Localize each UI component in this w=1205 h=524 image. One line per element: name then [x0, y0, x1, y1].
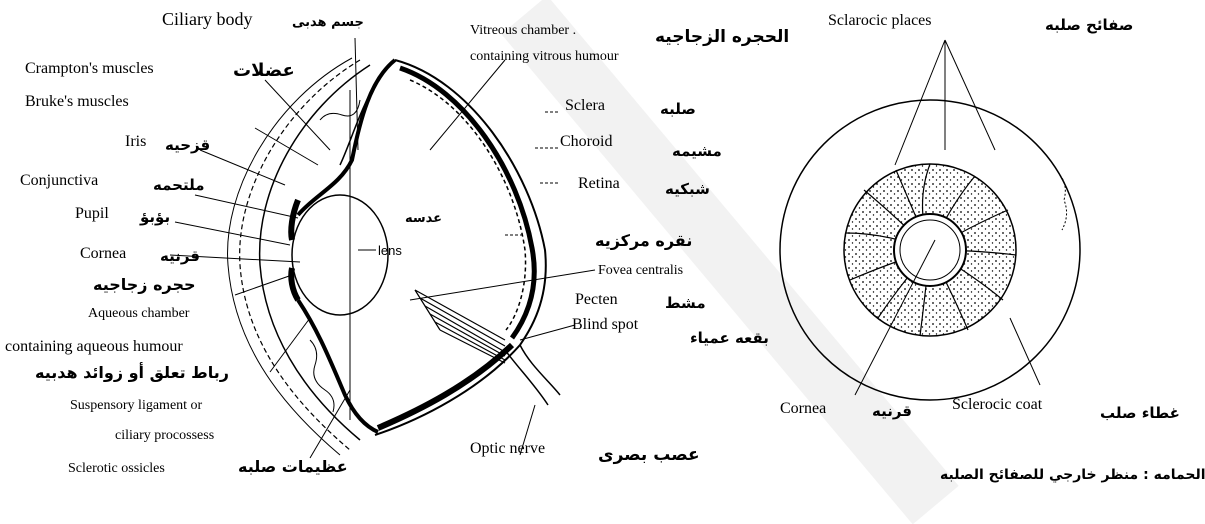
- ossicles-shape: [310, 340, 334, 412]
- retina-layer-lower: [378, 345, 512, 428]
- label-sclarocic-plates-ar: صفائح صلبه: [1045, 16, 1133, 34]
- label-ciliary-body: Ciliary body: [162, 10, 253, 28]
- label-pupil: Pupil: [75, 205, 109, 223]
- label-pecten: Pecten: [575, 291, 618, 309]
- label-aqueous-humour: containing aqueous humour: [5, 338, 183, 356]
- label-blind-spot: Blind spot: [572, 316, 638, 334]
- label-vitreous-humour: containing vitrous humour: [470, 48, 619, 66]
- label-cornea-ar: قرنيه: [160, 247, 200, 265]
- label-muscles-ar: عضلات: [233, 62, 295, 80]
- label-lens: lens: [378, 242, 402, 260]
- label-optic-nerve: Optic nerve: [470, 440, 545, 458]
- label-pupil-ar: بؤبؤ: [140, 208, 170, 226]
- label-aqueous-ar: حجره زجاجيه: [93, 276, 196, 294]
- sclerotic-ring: [780, 40, 1080, 400]
- label-retina-ar: شبكيه: [665, 180, 710, 198]
- label-sclarocic-plates: Sclarocic places: [828, 12, 932, 30]
- optic-nerve-shape: [505, 350, 548, 405]
- lens-shape: [292, 195, 388, 315]
- label-ring-cornea-ar: قرنيه: [872, 402, 912, 420]
- label-choroid: Choroid: [560, 133, 612, 151]
- label-fovea-centralis: Fovea centralis: [598, 262, 683, 280]
- label-ring-cornea: Cornea: [780, 400, 826, 418]
- label-sclera: Sclera: [565, 97, 605, 115]
- label-iris: Iris: [125, 133, 146, 151]
- label-vitreous-chamber: Vitreous chamber .: [470, 22, 576, 40]
- label-choroid-ar: مشيمه: [672, 142, 722, 160]
- label-conjunctiva-ar: ملتحمه: [153, 176, 205, 194]
- label-ciliary-body-ar: جسم هدبى: [292, 14, 364, 32]
- label-lens-ar: عدسه: [405, 210, 442, 228]
- ciliary-top: [298, 60, 395, 215]
- label-sclera-ar: صلبه: [660, 100, 696, 118]
- label-sclerocic-coat: Sclerocic coat: [952, 396, 1042, 414]
- label-vitreous-ar: الحجره الزجاجيه: [655, 28, 789, 46]
- label-ciliary-processes: ciliary procossess: [115, 427, 214, 445]
- pecten-shape: [415, 290, 505, 363]
- label-suspensory-ligament: Suspensory ligament or: [70, 397, 202, 415]
- ciliary-bottom: [298, 300, 378, 432]
- label-cornea: Cornea: [80, 245, 126, 263]
- label-sclerotic-ossicles: Sclerotic ossicles: [68, 460, 165, 478]
- label-ligament-ar: رباط تعلق أو زوائد هدبيه: [35, 364, 229, 382]
- label-iris-ar: قزحيه: [165, 136, 210, 154]
- label-ossicles-ar: عظيمات صلبه: [238, 458, 348, 476]
- label-retina: Retina: [578, 175, 620, 193]
- label-fovea-ar: نقره مركزيه: [595, 232, 692, 250]
- label-blind-spot-ar: بقعه عمياء: [690, 329, 769, 347]
- label-conjunctiva: Conjunctiva: [20, 172, 98, 190]
- label-sclerocic-coat-ar: غطاء صلب: [1100, 404, 1180, 422]
- ring-caption: الحمامه : منظر خارجي للصفائح الصلبه: [940, 466, 1205, 484]
- label-pecten-ar: مشط: [665, 294, 706, 312]
- label-optic-nerve-ar: عصب بصرى: [598, 446, 700, 464]
- label-cramptons-muscles: Crampton's muscles: [25, 60, 154, 78]
- label-brukes-muscles: Bruke's muscles: [25, 93, 129, 111]
- cornea-arc: [260, 65, 370, 440]
- label-aqueous-chamber: Aqueous chamber: [88, 305, 189, 323]
